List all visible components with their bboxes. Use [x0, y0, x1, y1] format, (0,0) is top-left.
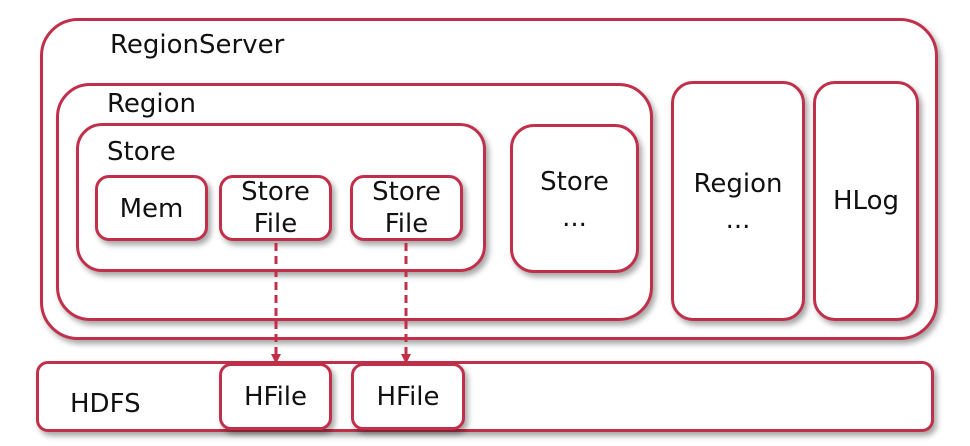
store-label: Store	[107, 137, 176, 167]
hfile-box: HFile	[351, 363, 465, 430]
store-file-label-line1: Store	[241, 177, 310, 207]
store-file-label-line1: Store	[372, 177, 441, 207]
hlog-box: HLog	[813, 81, 919, 321]
hlog-label: HLog	[833, 186, 899, 216]
hdfs-box: HDFS	[36, 361, 934, 432]
hdfs-label: HDFS	[70, 389, 141, 419]
store-file-box: Store File	[219, 175, 332, 241]
region-more-label: Region	[693, 169, 783, 199]
mem-box: Mem	[95, 175, 208, 241]
region-server-label: RegionServer	[110, 30, 285, 60]
hfile-label: HFile	[376, 382, 440, 412]
mem-label: Mem	[119, 194, 184, 224]
hfile-box: HFile	[219, 363, 332, 430]
region-more-box: Region ...	[671, 81, 805, 321]
region-label: Region	[107, 89, 197, 119]
hfile-label: HFile	[243, 382, 308, 412]
store-more-box: Store ...	[510, 124, 639, 273]
region-more-ellipsis: ...	[725, 205, 751, 235]
store-file-label-line2: File	[253, 209, 298, 239]
store-file-box: Store File	[350, 175, 463, 241]
store-more-label: Store	[540, 167, 609, 197]
store-file-label-line2: File	[384, 209, 429, 239]
store-more-ellipsis: ...	[562, 203, 587, 233]
